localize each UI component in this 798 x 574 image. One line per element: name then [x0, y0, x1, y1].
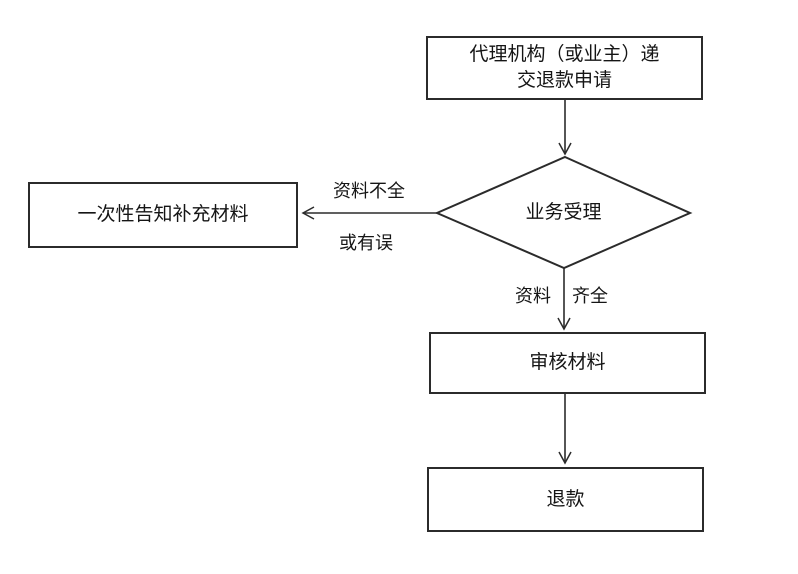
edge-label-or-erroneous: 或有误 [339, 233, 393, 253]
node-refund: 退款 [427, 467, 704, 532]
node-notify-supplement-materials: 一次性告知补充材料 [28, 182, 298, 248]
edge-label-materials: 资料 [515, 286, 551, 306]
edge-label-materials-incomplete: 资料不全 [333, 181, 405, 201]
edge-label-complete: 齐全 [572, 286, 608, 306]
node-review-materials: 审核材料 [429, 332, 706, 394]
node-business-acceptance: 业务受理 [525, 202, 602, 224]
node-submit-application: 代理机构（或业主）递 交退款申请 [426, 36, 703, 100]
